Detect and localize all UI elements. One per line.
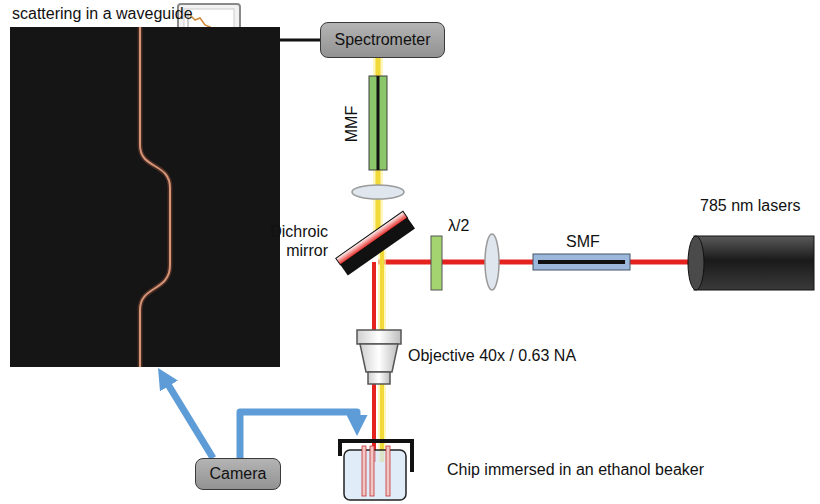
figure-region: scattering in a waveguide [8,4,282,368]
device-box: Spectrometer [320,22,445,58]
view-arrow [240,412,357,458]
chip [370,446,374,496]
ethanol-beaker [344,450,406,500]
chip [386,446,390,496]
image-ground [10,27,280,367]
node-text: Chip immersed in an ethanol beaker [447,460,704,479]
fiber-core [538,260,625,264]
part-label: Objective 40x / 0.63 NA [408,346,576,365]
part-label: SMF [566,232,600,251]
part-label: MMF [342,106,361,142]
laser-source [630,236,814,290]
single-mode-fiber [533,254,630,270]
lens [485,234,499,290]
node-text: scattering in a waveguide [12,4,193,23]
figure-region: Chip immersed in an ethanol beaker [335,436,755,502]
beaker [340,441,412,500]
device-box: Camera [195,458,281,490]
part-label: 785 nm lasers [700,196,801,215]
objective-body [360,344,398,372]
chip [362,446,366,496]
node-text: Camera [210,464,267,483]
laser-glow [630,259,770,266]
mirror-coating [336,211,408,265]
chip-holder [340,441,412,472]
waveguide-glow [140,27,170,367]
objective-lens [357,330,401,384]
objective-collar [357,330,401,344]
waveguide-scattering [140,27,170,367]
dichroic-mirror [336,211,415,275]
objective-tip [368,372,390,384]
fiber-core [377,76,380,170]
multimode-fiber [369,76,387,170]
part-label: λ/2 [448,216,469,235]
view-arrow [164,378,213,458]
lens [352,185,404,199]
camera-image [10,27,280,367]
part-label: Dichroic mirror [238,222,328,260]
node-text: Spectrometer [334,30,430,49]
mirror-body [340,217,415,276]
half-wave-plate [431,236,442,290]
